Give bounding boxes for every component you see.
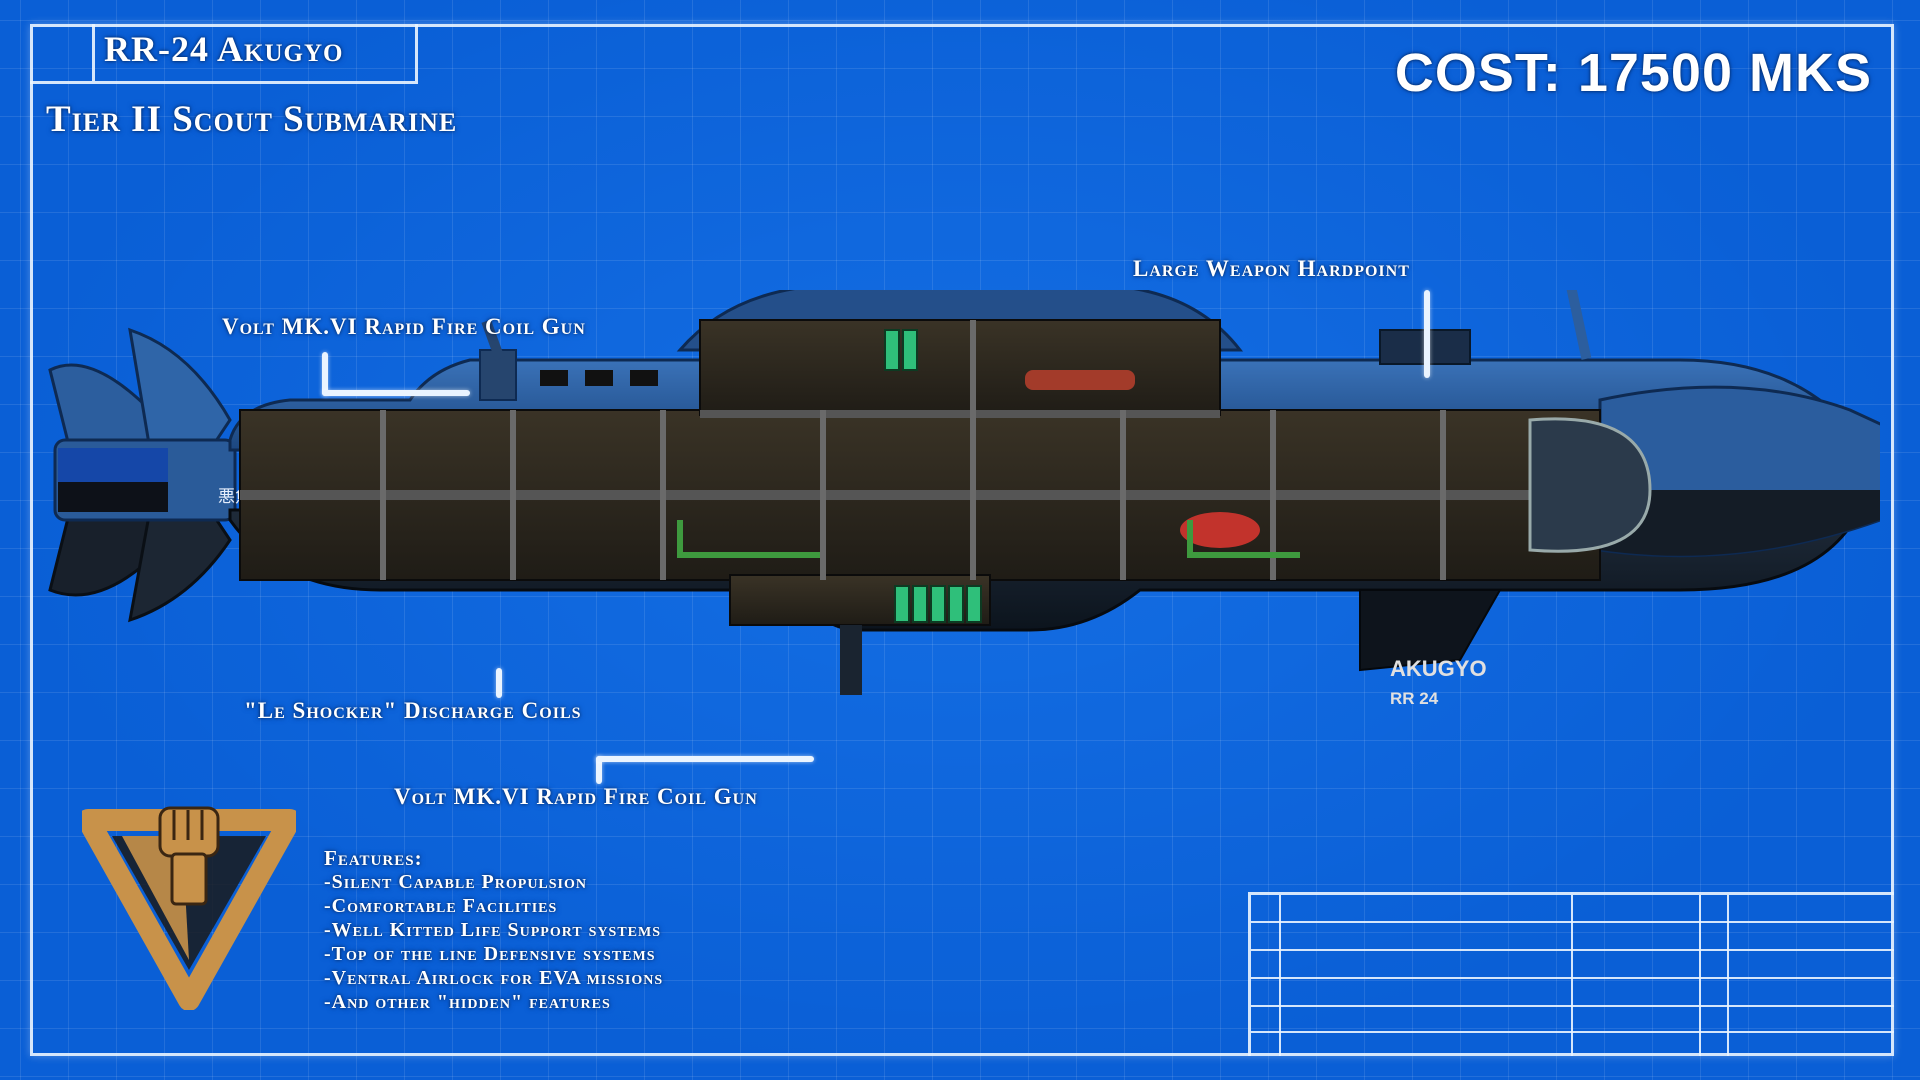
battery-cells xyxy=(884,329,982,623)
callout-bottom-gun-line-h xyxy=(596,756,814,762)
propeller-fins xyxy=(48,327,232,623)
callout-top-gun-line-v xyxy=(322,352,328,396)
raised-fist-triangle-logo xyxy=(82,806,296,1010)
blueprint-frame xyxy=(30,24,1894,1056)
antenna xyxy=(1558,290,1592,360)
ventral-fin xyxy=(1359,589,1502,672)
callout-bottom-gun: Volt MK.VI Rapid Fire Coil Gun xyxy=(394,784,758,809)
top-coil-gun xyxy=(479,319,658,401)
submarine-illustration: 悪魚 xyxy=(48,290,1880,708)
cost-label: COST: 17500 MKS xyxy=(1394,43,1872,103)
fist-icon xyxy=(158,806,220,906)
callout-bottom-gun-line-v xyxy=(596,756,602,784)
warning-panel-top xyxy=(58,448,168,482)
callout-hardpoint-line xyxy=(1424,290,1430,378)
pipe-left xyxy=(677,520,820,558)
red-couch xyxy=(1025,370,1135,390)
red-mural xyxy=(1180,512,1260,548)
feature-item: -Top of the line Defensive systems xyxy=(324,943,656,965)
page-title: RR-24 Akugyo xyxy=(104,29,344,69)
feature-item: -Comfortable Facilities xyxy=(324,895,558,917)
callout-coils-line xyxy=(496,668,502,698)
page-subtitle: Tier II Scout Submarine xyxy=(46,99,458,140)
deck-floor xyxy=(240,490,1600,500)
features-heading: Features: xyxy=(324,846,423,870)
feature-item: -Ventral Airlock for EVA missions xyxy=(324,967,664,989)
feature-item: -And other "hidden" features xyxy=(324,991,611,1013)
bottom-coil-gun xyxy=(840,625,862,695)
warning-panel-bottom xyxy=(58,482,168,512)
upper-deck-floor xyxy=(700,410,1220,418)
bow-underside xyxy=(1600,490,1880,556)
title-box-divider xyxy=(92,24,95,81)
feature-item: -Silent Capable Propulsion xyxy=(324,871,587,893)
callout-hardpoint: Large Weapon Hardpoint xyxy=(1133,256,1410,281)
feature-item: -Well Kitted Life Support systems xyxy=(324,919,662,941)
bow-cockpit xyxy=(1528,417,1652,553)
title-box xyxy=(30,24,418,84)
pipe-right xyxy=(1187,520,1300,558)
title-block-grid xyxy=(1248,892,1894,1056)
callout-top-gun: Volt MK.VI Rapid Fire Coil Gun xyxy=(222,314,586,339)
upper-deck xyxy=(699,319,1221,416)
features-list: Features: -Silent Capable Propulsion -Co… xyxy=(324,846,663,1014)
bulkheads xyxy=(380,320,1446,580)
callout-top-gun-line-h xyxy=(322,390,470,396)
callout-coils: "Le Shocker" Discharge Coils xyxy=(244,698,582,723)
hull-number: RR 24 xyxy=(1390,689,1439,708)
name-plate: AKUGYO xyxy=(1390,656,1487,681)
